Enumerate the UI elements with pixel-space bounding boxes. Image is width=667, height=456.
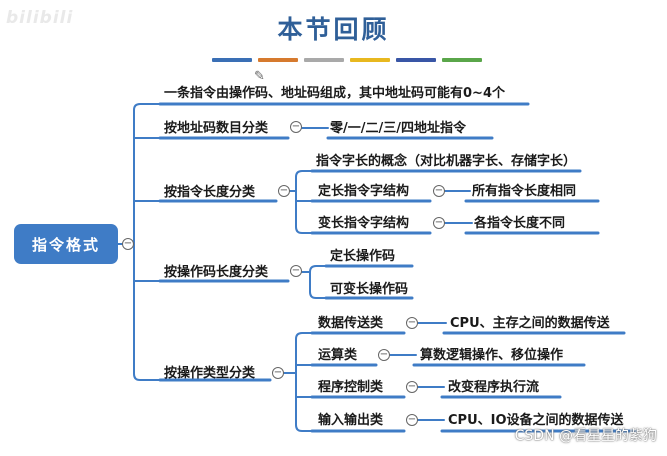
program-control-desc: 改变程序执行流 <box>448 380 540 395</box>
instruction-word-length-concept: 指令字长的概念（对比机器字长、存储字长） <box>316 154 577 169</box>
title-color-segment <box>304 58 344 62</box>
fixed-length-instruction-structure: 定长指令字结构 <box>318 184 410 199</box>
pencil-icon: ✎ <box>254 69 265 84</box>
title-color-segment <box>350 58 390 62</box>
fixed-length-desc: 所有指令长度相同 <box>472 184 577 199</box>
branch-address-count-collapse-icon[interactable]: − <box>290 121 302 133</box>
operation-type-spine <box>295 332 312 432</box>
branch-instruction-length: 按指令长度分类 <box>164 185 256 200</box>
fixed-length-collapse-icon[interactable]: − <box>433 185 445 197</box>
branch-operation-type: 按操作类型分类 <box>164 366 256 381</box>
address-count-leaf: 零/一/二/三/四地址指令 <box>330 121 466 136</box>
io-collapse-icon[interactable]: − <box>406 414 418 426</box>
io-desc: CPU、IO设备之间的数据传送 <box>448 413 624 428</box>
root-collapse-icon[interactable]: − <box>122 238 134 250</box>
branch-instruction-length-collapse-icon[interactable]: − <box>278 185 290 197</box>
bilibili-watermark: bilibili <box>6 8 74 28</box>
type-arithmetic: 运算类 <box>318 348 358 363</box>
root-node: 指令格式 <box>14 224 118 264</box>
variable-opcode: 可变长操作码 <box>330 282 409 297</box>
title-color-segment <box>396 58 436 62</box>
type-data-transfer: 数据传送类 <box>318 316 384 331</box>
data-transfer-desc: CPU、主存之间的数据传送 <box>450 316 610 331</box>
branch-opcode-length: 按操作码长度分类 <box>164 265 269 280</box>
variable-length-instruction-structure: 变长指令字结构 <box>318 216 410 231</box>
branch-address-count: 按地址码数目分类 <box>164 121 269 136</box>
data-transfer-collapse-icon[interactable]: − <box>406 317 418 329</box>
variable-length-collapse-icon[interactable]: − <box>433 217 445 229</box>
variable-length-desc: 各指令长度不同 <box>474 216 566 231</box>
title-color-segment <box>442 58 482 62</box>
program-control-collapse-icon[interactable]: − <box>406 381 418 393</box>
branch-opcode-length-collapse-icon[interactable]: − <box>290 265 302 277</box>
title-color-segment <box>212 58 252 62</box>
fixed-opcode: 定长操作码 <box>330 249 396 264</box>
main-spine <box>133 103 160 381</box>
branch-operation-type-collapse-icon[interactable]: − <box>272 367 284 379</box>
opcode-length-spine <box>309 265 326 299</box>
type-program-control: 程序控制类 <box>318 380 384 395</box>
arithmetic-collapse-icon[interactable]: − <box>378 349 390 361</box>
page-title: 本节回顾 <box>277 15 390 44</box>
arithmetic-desc: 算数逻辑操作、移位操作 <box>420 348 564 363</box>
top-note: 一条指令由操作码、地址码组成，其中地址码可能有0~4个 <box>164 86 505 101</box>
type-io: 输入输出类 <box>318 413 384 428</box>
csdn-watermark: CSDN @看星星的紫狗 <box>514 428 657 444</box>
title-color-segment <box>258 58 298 62</box>
